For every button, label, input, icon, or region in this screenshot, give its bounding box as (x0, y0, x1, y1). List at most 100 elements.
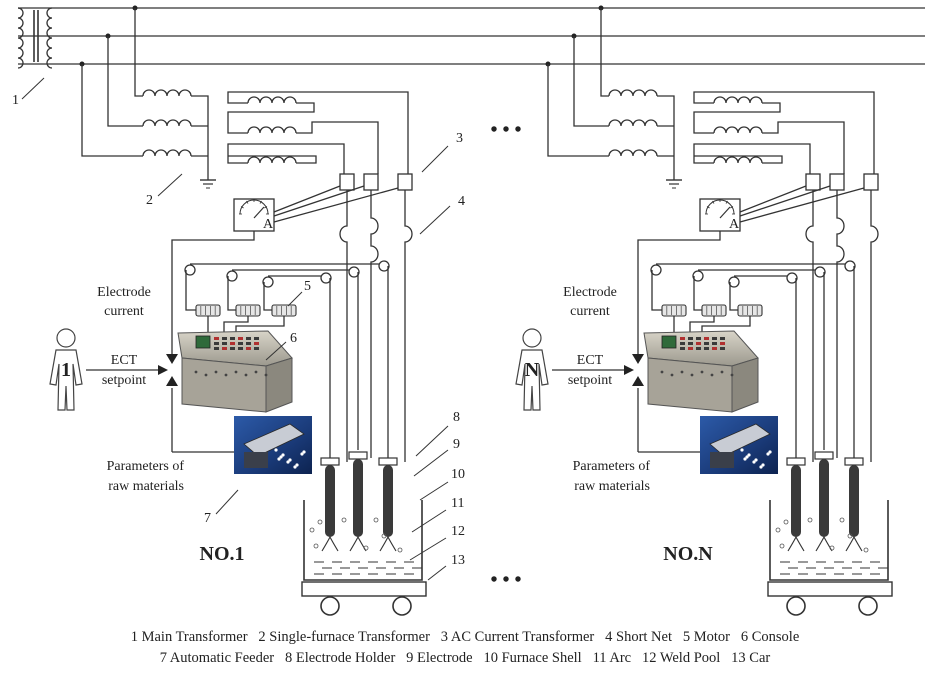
console-button (681, 371, 684, 374)
console-button (688, 347, 693, 350)
bubble (314, 544, 318, 548)
ect-setpoint-label: ECT (111, 353, 138, 368)
console-button (712, 342, 717, 345)
console-button (688, 342, 693, 345)
short-net (340, 190, 347, 462)
console-button (712, 337, 717, 340)
electrode-holder (349, 452, 367, 459)
console-button (671, 374, 674, 377)
console-button (701, 371, 704, 374)
legend-line-2: 7 Automatic Feeder 8 Electrode Holder 9 … (0, 650, 930, 667)
motor-icon (702, 305, 726, 316)
console-screen (662, 336, 676, 348)
furnace-number-label: NO.N (663, 543, 713, 565)
ammeter-letter: A (263, 217, 274, 232)
callout-8: 8 (453, 410, 460, 425)
feeder-material (752, 460, 755, 463)
feeder-material (274, 448, 277, 451)
motor-icon (738, 305, 762, 316)
ect-setpoint-label: ECT (577, 353, 604, 368)
electrode (325, 465, 335, 537)
electrode-current-label: current (570, 304, 610, 319)
motor-icon (236, 305, 260, 316)
console-button (222, 337, 227, 340)
operator-head (57, 329, 75, 347)
primary-coil (609, 90, 657, 96)
feeder-material (293, 465, 296, 468)
arc-icon (322, 537, 338, 551)
callout-1: 1 (12, 93, 19, 108)
current-transformer (864, 174, 878, 190)
feeder-base (710, 452, 734, 468)
furnace-number-label: NO.1 (200, 543, 245, 565)
console-button (696, 347, 701, 350)
console-button (254, 347, 259, 350)
bubble (398, 548, 402, 552)
console-button (230, 337, 235, 340)
primary-coil (609, 150, 657, 156)
feeder-material (743, 457, 746, 460)
motor-icon (196, 305, 220, 316)
car-wheel (787, 597, 805, 615)
car-wheel (393, 597, 411, 615)
console-button (215, 371, 218, 374)
primary-lead (548, 64, 609, 156)
ammeter-letter: A (729, 217, 740, 232)
secondary-lead (228, 92, 408, 174)
bubble (342, 518, 346, 522)
callout-3: 3 (456, 131, 463, 146)
console-button (238, 342, 243, 345)
console-button (688, 337, 693, 340)
secondary-lead (296, 122, 378, 174)
console-button (696, 342, 701, 345)
secondary-coil (714, 127, 762, 133)
primary-coil (143, 120, 191, 126)
short-net (806, 190, 813, 462)
arrow-icon (166, 376, 178, 386)
main-transformer (18, 8, 52, 68)
raw-materials-label: Parameters of (107, 459, 185, 474)
callout-2: 2 (146, 193, 153, 208)
primary-coil (143, 90, 191, 96)
current-transformer (340, 174, 354, 190)
motor-cable (186, 270, 196, 310)
car-body (302, 582, 426, 596)
arrow-icon (632, 376, 644, 386)
arc-icon (846, 537, 862, 551)
callout-4: 4 (458, 194, 465, 209)
ct-signal (274, 186, 340, 212)
arc-icon (380, 537, 396, 551)
operator-head (523, 329, 541, 347)
primary-lead (108, 36, 143, 126)
console-button (696, 337, 701, 340)
console-button (222, 347, 227, 350)
feeder-base (244, 452, 268, 468)
neutral-lead (191, 96, 208, 180)
bubble (808, 518, 812, 522)
electrode-current-label: Electrode (97, 285, 151, 300)
callout-13: 13 (451, 553, 465, 568)
neutral-lead (657, 96, 674, 180)
motor-lead (236, 316, 284, 332)
feeder-material (277, 457, 280, 460)
console-button (720, 342, 725, 345)
electrode-holder (815, 452, 833, 459)
console-button (680, 347, 685, 350)
electrode-holder (787, 458, 805, 465)
arrow-icon (166, 354, 178, 364)
raw-materials-label: Parameters of (573, 459, 651, 474)
motor-icon (662, 305, 686, 316)
electrode-holder (379, 458, 397, 465)
operator-number: N (525, 359, 540, 381)
console-button (225, 374, 228, 377)
secondary-lead (762, 122, 844, 174)
motor-lead (702, 316, 750, 332)
console-side (732, 358, 758, 412)
console-button (255, 371, 258, 374)
operator-number: 1 (61, 359, 71, 381)
primary-lead (82, 64, 143, 156)
ect-setpoint-label: setpoint (568, 373, 612, 388)
arc-icon (788, 537, 804, 551)
car-wheel (859, 597, 877, 615)
